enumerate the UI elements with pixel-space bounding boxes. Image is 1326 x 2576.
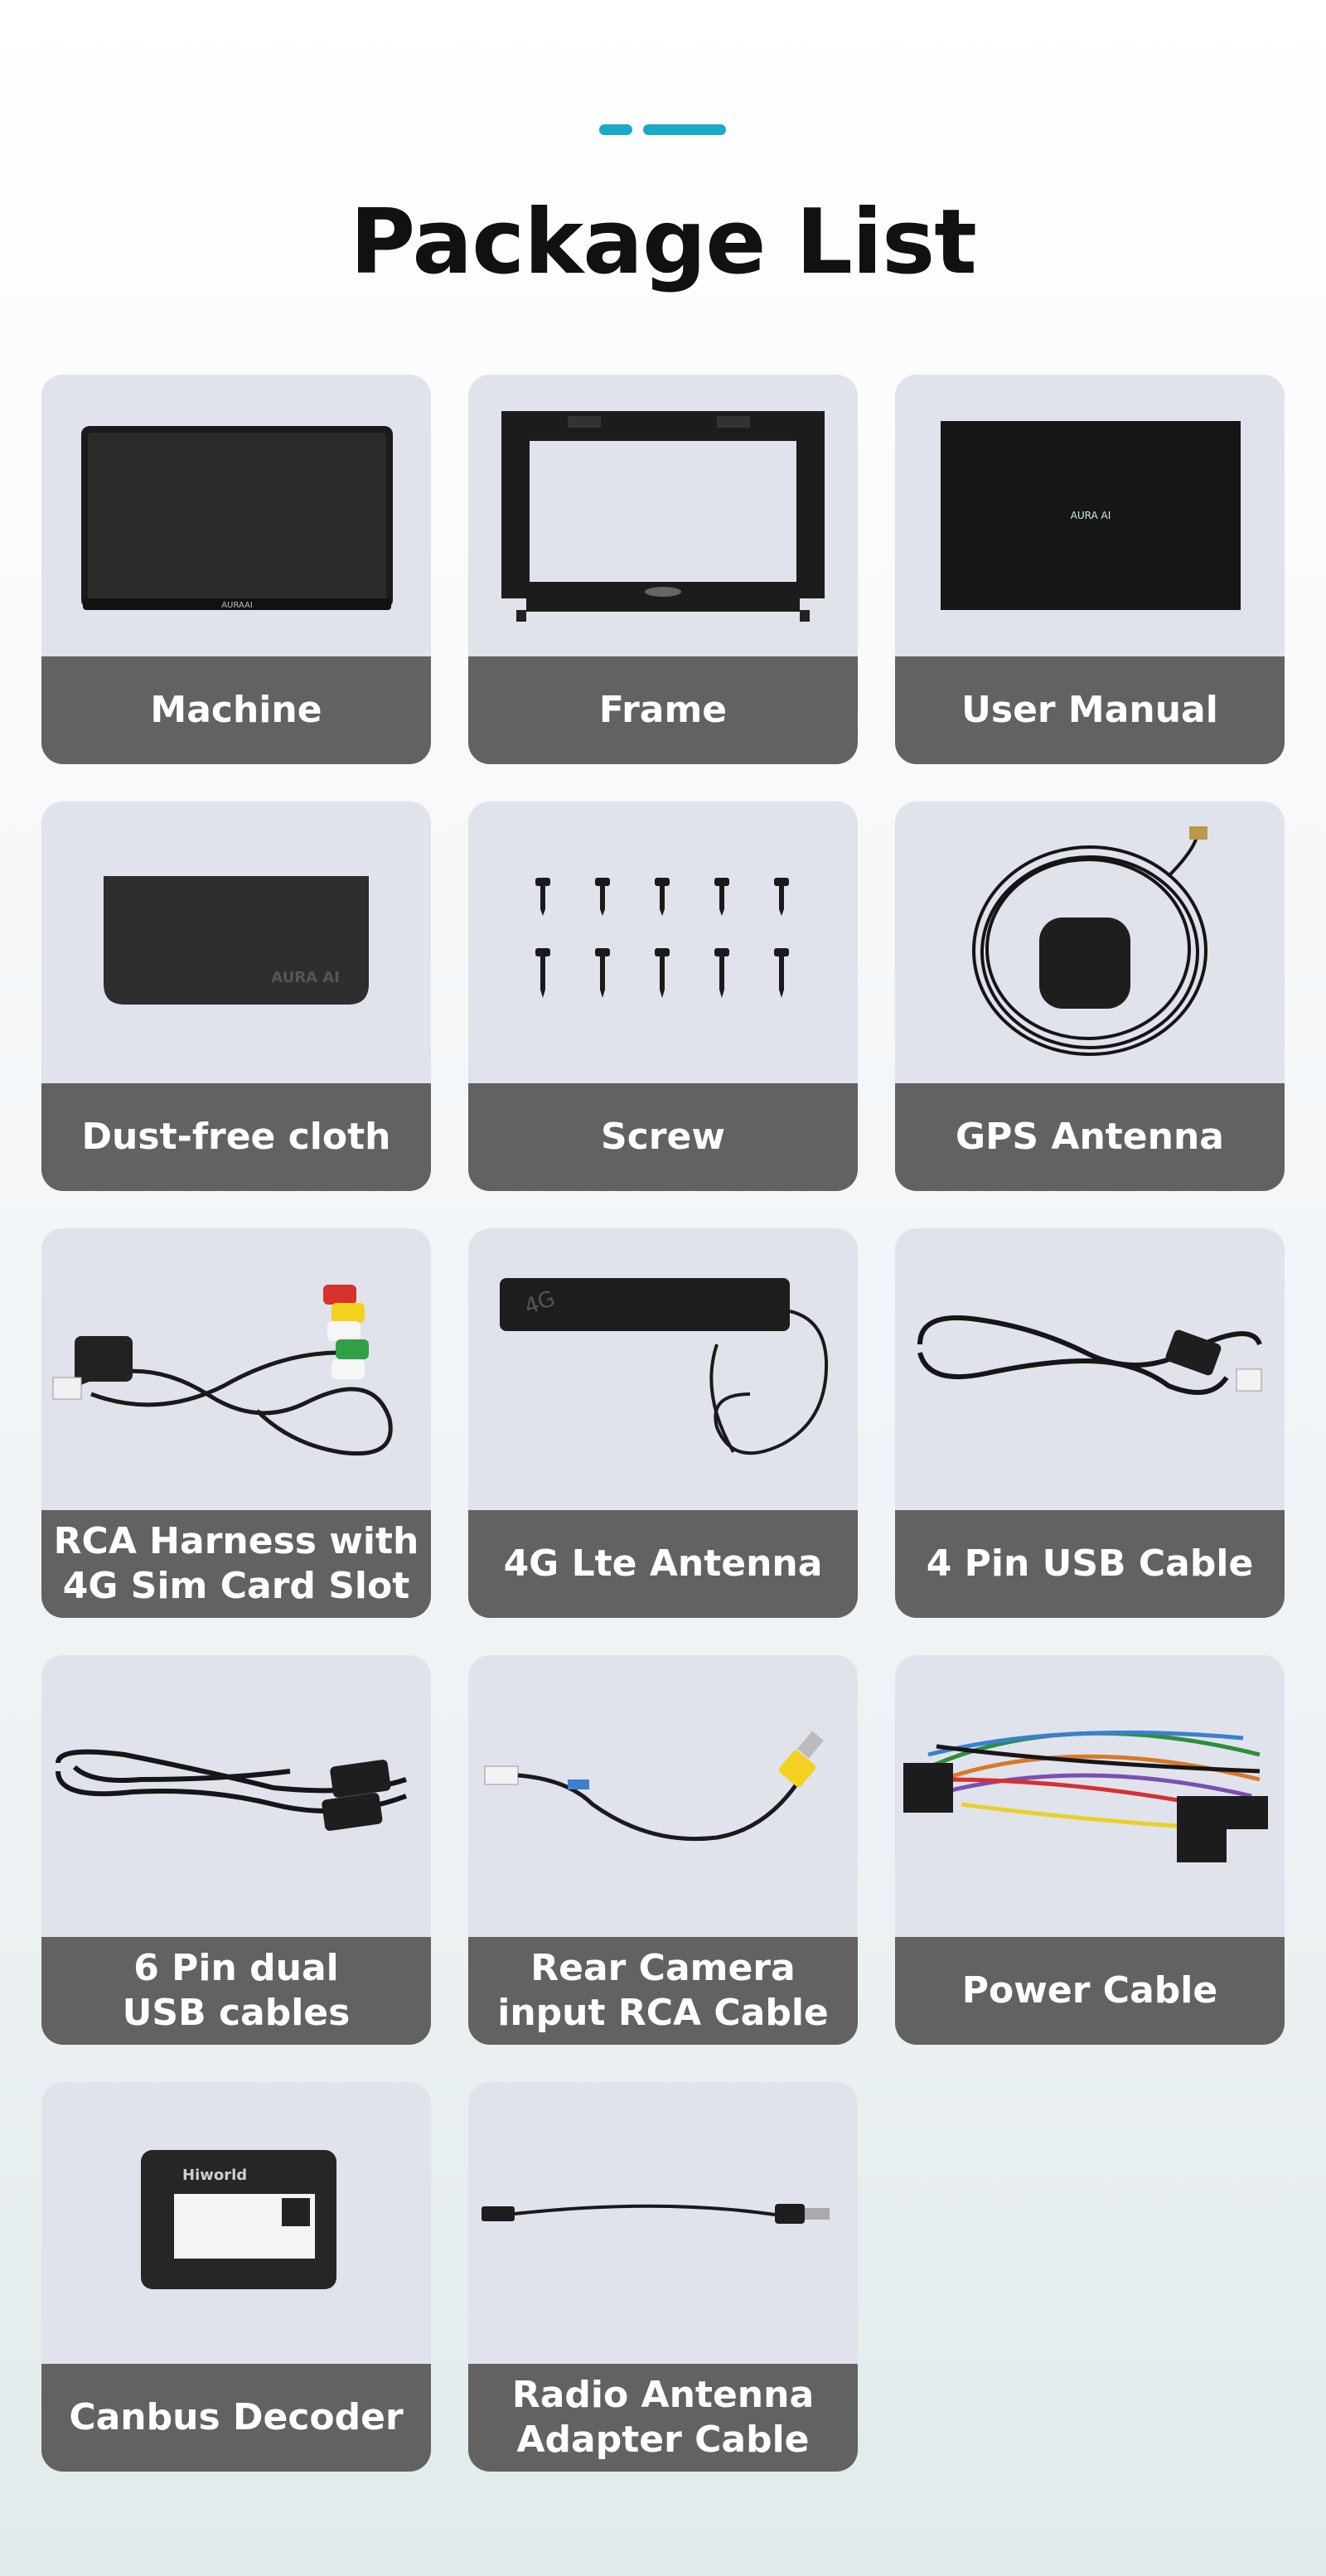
item-label: RCA Harness with 4G Sim Card Slot <box>41 1510 431 1618</box>
package-item-frame: Frame <box>468 375 858 764</box>
package-item-dust-free-cloth: AURA AI Dust-free cloth <box>41 801 431 1191</box>
package-item-6-pin-dual-usb: 6 Pin dual USB cables <box>41 1655 431 2045</box>
page-title: Package List <box>350 191 977 294</box>
screw-image <box>535 878 789 998</box>
item-label: Power Cable <box>895 1937 1285 2045</box>
item-label: 6 Pin dual USB cables <box>41 1937 431 2045</box>
machine-brand-text: AURAAI <box>221 601 253 610</box>
frame-image <box>501 411 825 622</box>
package-item-rca-harness: RCA Harness with 4G Sim Card Slot <box>41 1228 431 1618</box>
decoder-brand-text: Hiworld <box>182 2167 247 2184</box>
item-label: Canbus Decoder <box>41 2364 431 2472</box>
item-label: Rear Camera input RCA Cable <box>468 1937 858 2045</box>
package-item-4-pin-usb-cable: 4 Pin USB Cable <box>895 1228 1285 1618</box>
package-item-machine: AURAAI Machine <box>41 375 431 764</box>
package-item-gps-antenna: GPS Antenna <box>895 801 1285 1191</box>
power-cable-image <box>903 1730 1268 1862</box>
manual-brand-text: AURA AI <box>1071 510 1111 521</box>
package-item-power-cable: Power Cable <box>895 1655 1285 2045</box>
canbus-decoder-image: Hiworld <box>141 2150 336 2289</box>
gps-antenna-image <box>972 826 1207 1056</box>
cloth-brand-text: AURA AI <box>271 969 340 986</box>
4g-antenna-image: 4G <box>500 1278 829 1455</box>
item-label: Machine <box>41 656 431 764</box>
item-label: Frame <box>468 656 858 764</box>
6-pin-usb-image <box>56 1749 408 1831</box>
rear-camera-cable-image <box>484 1731 824 1842</box>
item-label: 4 Pin USB Cable <box>895 1510 1285 1618</box>
item-label: Screw <box>468 1083 858 1191</box>
machine-image: AURAAI <box>81 426 393 610</box>
item-label: User Manual <box>895 656 1285 764</box>
item-label: Radio Antenna Adapter Cable <box>468 2364 858 2472</box>
item-label: Dust-free cloth <box>41 1083 431 1191</box>
package-item-rear-camera-rca: Rear Camera input RCA Cable <box>468 1655 858 2045</box>
item-label: 4G Lte Antenna <box>468 1510 858 1618</box>
package-item-canbus-decoder: Hiworld Canbus Decoder <box>41 2082 431 2472</box>
header-decoration-short <box>599 124 632 135</box>
package-item-screw: Screw <box>468 801 858 1191</box>
header-decoration-long <box>643 124 726 135</box>
cloth-image: AURA AI <box>104 876 369 1005</box>
package-item-radio-antenna-adapter: Radio Antenna Adapter Cable <box>468 2082 858 2472</box>
package-item-user-manual: AURA AI User Manual <box>895 375 1285 764</box>
package-item-4g-lte-antenna: 4G 4G Lte Antenna <box>468 1228 858 1618</box>
user-manual-image: AURA AI <box>941 421 1241 610</box>
item-label: GPS Antenna <box>895 1083 1285 1191</box>
4-pin-usb-cable-image <box>917 1315 1262 1395</box>
rca-harness-image <box>52 1285 393 1456</box>
radio-antenna-adapter-image <box>482 2204 830 2224</box>
